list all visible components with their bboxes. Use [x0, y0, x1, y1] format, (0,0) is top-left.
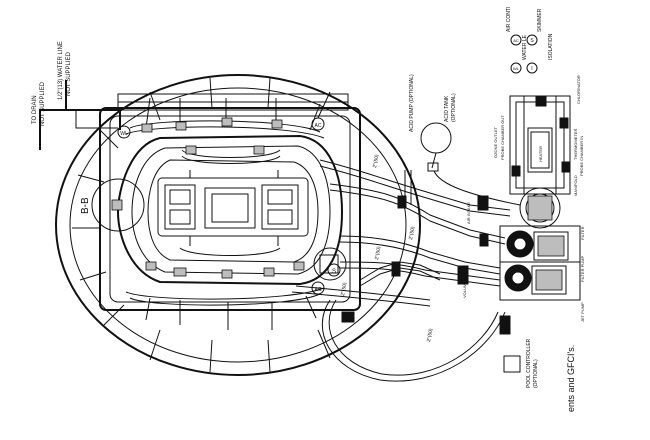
acid-pump-label: ACID PUMP (OPTIONAL): [409, 74, 415, 132]
pool-controller-label: POOL CONTROLLER: [526, 338, 532, 388]
section-label: B-B: [80, 197, 91, 214]
acid-tank-optional-label: (OPTIONAL): [451, 93, 457, 122]
svg-text:I: I: [531, 66, 532, 72]
ozone-outlet-label: OZONE OUTLET: [493, 126, 498, 158]
probe-chamber-in-label: PROBE CHAMBER IN: [579, 136, 584, 176]
svg-text:ISOLATION: ISOLATION: [548, 33, 554, 60]
svg-text:AC: AC: [513, 38, 519, 43]
legend-air-control: AC AIR CONTI: [506, 7, 522, 46]
jet-pump-label: JET PUMP: [580, 302, 585, 322]
skimmer-detail: [313, 247, 347, 281]
thermometer-label: THERMOMETER: [573, 129, 578, 160]
equipment-pad: [499, 95, 581, 301]
pipe-size-lower-b: 2"(50): [340, 282, 348, 297]
svg-text:AC: AC: [315, 123, 322, 129]
legend-skimmer: S SKIMMER: [526, 8, 543, 46]
svg-text:S: S: [530, 38, 534, 44]
legend-isolation: I ISOLATION: [526, 33, 554, 74]
jet-fittings: [111, 117, 305, 279]
svg-text:S: S: [332, 269, 336, 275]
manifold-label: MANIFOLD: [573, 175, 578, 196]
pipe-valves: [341, 195, 511, 335]
jet-loop-pipes: [125, 97, 325, 330]
section-circle: [91, 178, 145, 232]
to-drain-label: TO DRAIN: [32, 95, 38, 124]
svg-text:WATER LE: WATER LE: [522, 34, 528, 60]
svg-text:SKIMMER: SKIMMER: [537, 8, 543, 32]
pipe-size-lower-a: 2"(50): [374, 246, 382, 261]
svg-text:AIR CONTI: AIR CONTI: [506, 7, 512, 32]
filter-label: FILTER: [580, 226, 585, 240]
outer-oval-deck: [55, 74, 421, 376]
pool-controller-optional-label: (OPTIONAL): [533, 359, 539, 388]
drain-water-lines: [39, 80, 121, 150]
pool-symbols: WL AC S AC: [91, 117, 347, 295]
skimmer-symbol: S: [327, 263, 341, 277]
legend: AC AIR CONTI WL WATER LE S SKIMMER I ISO…: [506, 7, 554, 74]
water-level-symbol: WL: [117, 125, 131, 139]
legend-water-level: WL WATER LE: [510, 34, 528, 74]
pipe-size-upper: 2"(50): [372, 154, 380, 169]
acid-tank: [420, 122, 521, 206]
pipe-size-mid: 2"(50): [408, 226, 416, 241]
acid-tank-label: ACID TANK: [444, 95, 450, 122]
air-control-symbol: AC: [311, 117, 325, 131]
footer-note: ents and GFCI's.: [566, 345, 576, 412]
probe-chamber-out-label: PROBE CHAMBER OUT: [500, 115, 505, 160]
svg-text:AC: AC: [315, 287, 322, 293]
volume-valve-label: VOLUME VALVE: [462, 267, 467, 298]
tub-frame: [99, 93, 361, 311]
pool-controller: [503, 355, 521, 373]
filter-pump-label: FILTER PUMP: [580, 256, 585, 282]
pipe-size-bottom: 2"(50): [426, 328, 434, 343]
drain-not-supplied-label: NOT SUPPLIED: [40, 81, 46, 126]
main-pipe-runs: [291, 159, 511, 382]
svg-text:WL: WL: [120, 131, 128, 137]
water-line-not-supplied-label: NOT SUPPLIED: [66, 51, 72, 96]
water-line-label: 1/2"(13) WATER LINE: [58, 41, 64, 100]
svg-text:WL: WL: [513, 66, 520, 71]
center-seats: [157, 170, 309, 246]
chlorinator-label: CHLORINATOR: [576, 75, 581, 104]
air-intake-label: AIR INTAKE: [466, 202, 471, 224]
heater-label: HEATER: [538, 146, 543, 162]
